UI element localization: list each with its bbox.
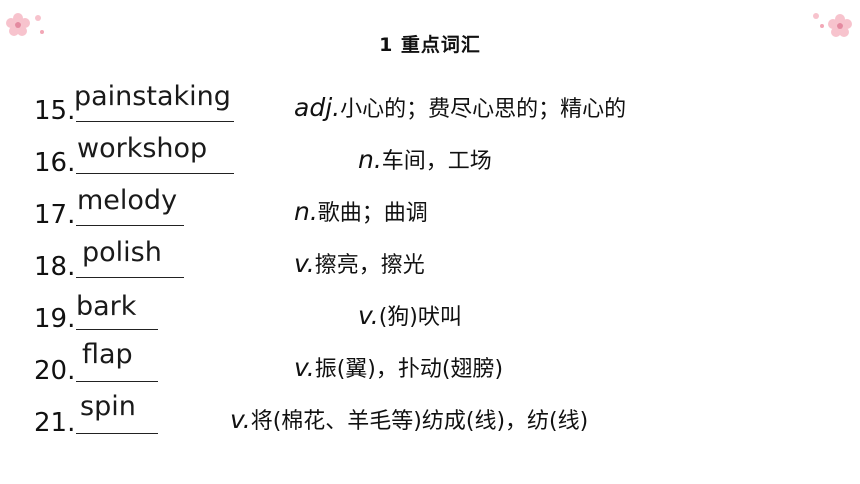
answer-word: flap bbox=[82, 339, 133, 370]
definition: v.将(棉花、羊毛等)纺成(线)，纺(线) bbox=[230, 406, 588, 436]
part-of-speech: v. bbox=[294, 353, 315, 382]
definition: n.车间，工场 bbox=[358, 146, 492, 176]
definition: v.擦亮，擦光 bbox=[294, 250, 425, 280]
part-of-speech: n. bbox=[294, 197, 318, 226]
item-number: 19. bbox=[34, 304, 76, 334]
part-of-speech: n. bbox=[358, 145, 382, 174]
answer-blank bbox=[76, 381, 158, 382]
answer-word: bark bbox=[76, 291, 137, 322]
vocab-row: 15. painstaking adj.小心的；费尽心思的；精心的 bbox=[0, 82, 860, 127]
meaning: 车间，工场 bbox=[381, 149, 492, 174]
answer-blank bbox=[76, 433, 158, 434]
definition: v.(狗)吠叫 bbox=[358, 302, 462, 332]
meaning: 擦亮，擦光 bbox=[314, 253, 425, 278]
vocab-row: 17. melody n.歌曲；曲调 bbox=[0, 186, 860, 231]
answer-word: painstaking bbox=[74, 81, 231, 112]
item-number: 17. bbox=[34, 200, 76, 230]
item-number: 15. bbox=[34, 96, 76, 126]
item-number: 18. bbox=[34, 252, 76, 282]
cherry-blossom-left-icon bbox=[6, 13, 44, 36]
answer-word: melody bbox=[77, 185, 178, 216]
answer-blank bbox=[76, 225, 184, 226]
answer-word: polish bbox=[82, 237, 162, 268]
part-of-speech: adj. bbox=[294, 93, 341, 122]
cherry-blossom-right-icon bbox=[813, 13, 852, 37]
part-of-speech: v. bbox=[294, 249, 315, 278]
item-number: 20. bbox=[34, 356, 76, 386]
vocab-row: 21. spin v.将(棉花、羊毛等)纺成(线)，纺(线) bbox=[0, 392, 860, 439]
answer-word: spin bbox=[80, 391, 136, 422]
part-of-speech: v. bbox=[230, 405, 251, 434]
meaning: (狗)吠叫 bbox=[378, 305, 462, 330]
definition: v.振(翼)，扑动(翅膀) bbox=[294, 354, 503, 384]
answer-blank bbox=[76, 121, 234, 122]
page-title: 1 重点词汇 bbox=[379, 34, 481, 56]
item-number: 21. bbox=[34, 408, 76, 438]
vocab-row: 16. workshop n.车间，工场 bbox=[0, 134, 860, 179]
answer-word: workshop bbox=[77, 133, 208, 164]
meaning: 将(棉花、羊毛等)纺成(线)，纺(线) bbox=[250, 409, 589, 434]
part-of-speech: v. bbox=[358, 301, 379, 330]
meaning: 振(翼)，扑动(翅膀) bbox=[314, 357, 504, 382]
definition: n.歌曲；曲调 bbox=[294, 198, 428, 228]
vocab-row: 18. polish v.擦亮，擦光 bbox=[0, 238, 860, 283]
answer-blank bbox=[76, 329, 158, 330]
vocab-row: 20. flap v.振(翼)，扑动(翅膀) bbox=[0, 340, 860, 387]
definition: adj.小心的；费尽心思的；精心的 bbox=[294, 94, 626, 124]
meaning: 歌曲；曲调 bbox=[317, 201, 428, 226]
answer-blank bbox=[76, 173, 234, 174]
item-number: 16. bbox=[34, 148, 76, 178]
meaning: 小心的；费尽心思的；精心的 bbox=[340, 97, 627, 122]
vocab-row: 19. bark v.(狗)吠叫 bbox=[0, 291, 860, 335]
answer-blank bbox=[76, 277, 184, 278]
